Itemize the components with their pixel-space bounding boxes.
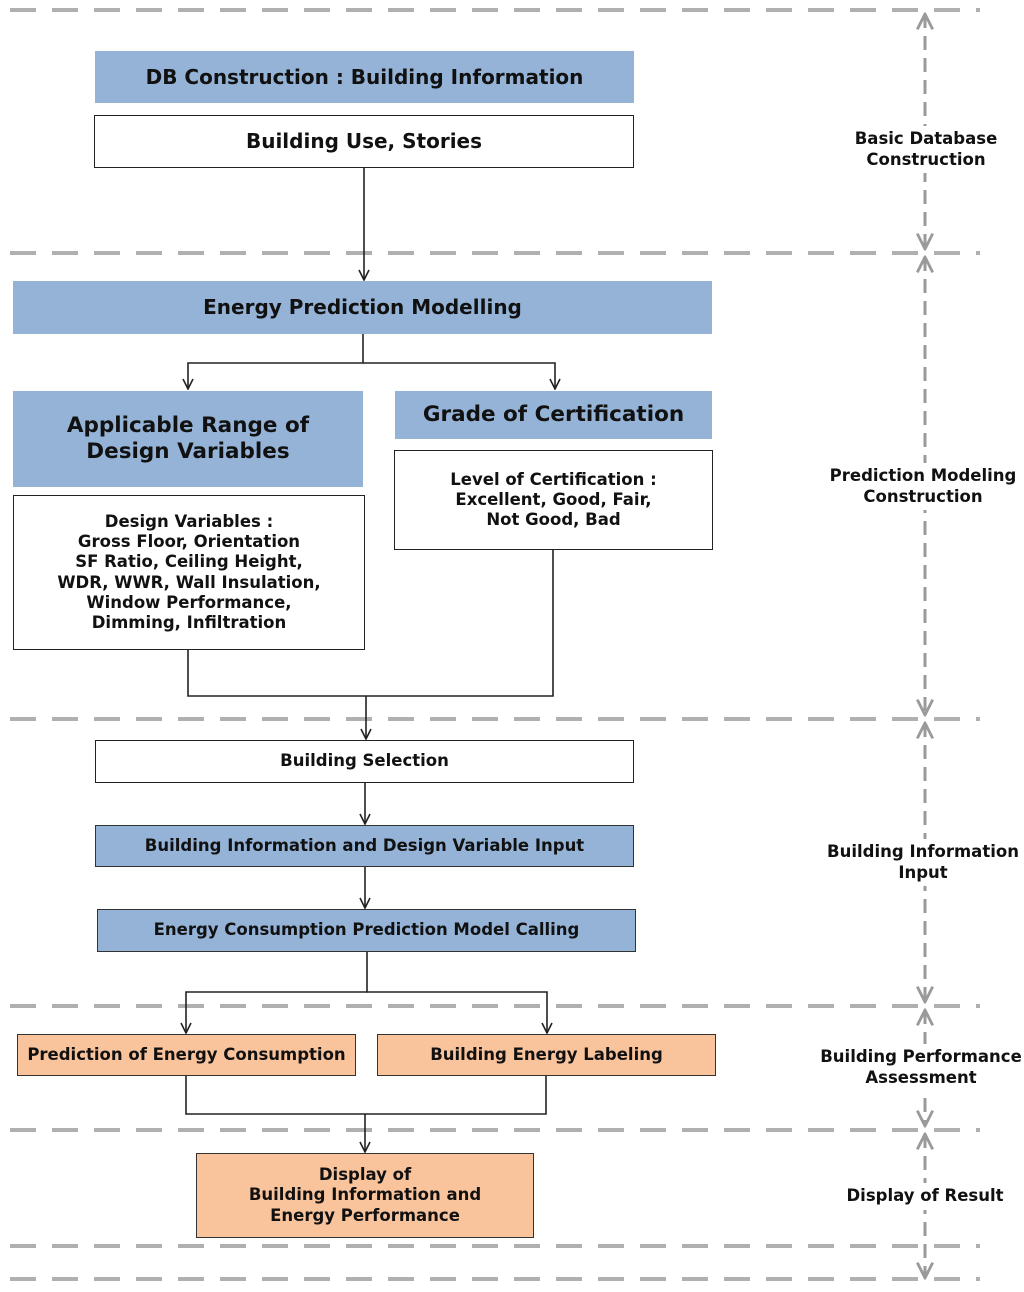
level-of-certification-label: Level of Certification : Excellent, Good… — [450, 469, 657, 530]
building-use-label: Building Use, Stories — [245, 129, 483, 154]
applicable-range-header: Applicable Range of Design Variables — [13, 391, 363, 487]
db-construction-label: DB Construction : Building Information — [145, 64, 584, 89]
applicable-range-label: Applicable Range of Design Variables — [66, 412, 310, 464]
building-use-box: Building Use, Stories — [94, 115, 634, 168]
building-selection-label: Building Selection — [280, 751, 449, 771]
stage-label-basic-database: Basic Database Construction — [840, 126, 1012, 174]
display-result-label: Display of Building Information and Ener… — [248, 1165, 482, 1225]
grade-of-certification-header: Grade of Certification — [395, 391, 712, 439]
model-calling-label: Energy Consumption Prediction Model Call… — [153, 920, 580, 940]
energy-labeling-label: Building Energy Labeling — [430, 1044, 663, 1064]
prediction-energy-box: Prediction of Energy Consumption — [17, 1034, 356, 1076]
energy-prediction-modelling-label: Energy Prediction Modelling — [203, 295, 522, 320]
energy-prediction-modelling-header: Energy Prediction Modelling — [13, 281, 712, 334]
energy-labeling-box: Building Energy Labeling — [377, 1034, 716, 1076]
stage-separators — [10, 8, 980, 1281]
grade-of-certification-label: Grade of Certification — [422, 401, 685, 427]
stage-label-prediction-modeling: Prediction Modeling Construction — [822, 463, 1024, 511]
design-variables-label: Design Variables : Gross Floor, Orientat… — [57, 512, 321, 632]
building-info-input-box: Building Information and Design Variable… — [95, 825, 634, 867]
stage-label-performance-assessment: Building Performance Assessment — [818, 1044, 1024, 1092]
display-result-box: Display of Building Information and Ener… — [196, 1153, 534, 1238]
prediction-energy-label: Prediction of Energy Consumption — [27, 1044, 346, 1064]
building-info-input-label: Building Information and Design Variable… — [144, 835, 585, 855]
model-calling-box: Energy Consumption Prediction Model Call… — [97, 909, 636, 952]
design-variables-box: Design Variables : Gross Floor, Orientat… — [13, 495, 365, 650]
db-construction-header: DB Construction : Building Information — [95, 51, 634, 103]
level-of-certification-box: Level of Certification : Excellent, Good… — [394, 450, 713, 550]
building-selection-box: Building Selection — [95, 740, 634, 783]
flow-connectors — [186, 168, 555, 1152]
stage-label-display-of-result: Display of Result — [836, 1183, 1014, 1210]
stage-label-building-info-input: Building Information Input — [822, 839, 1024, 887]
